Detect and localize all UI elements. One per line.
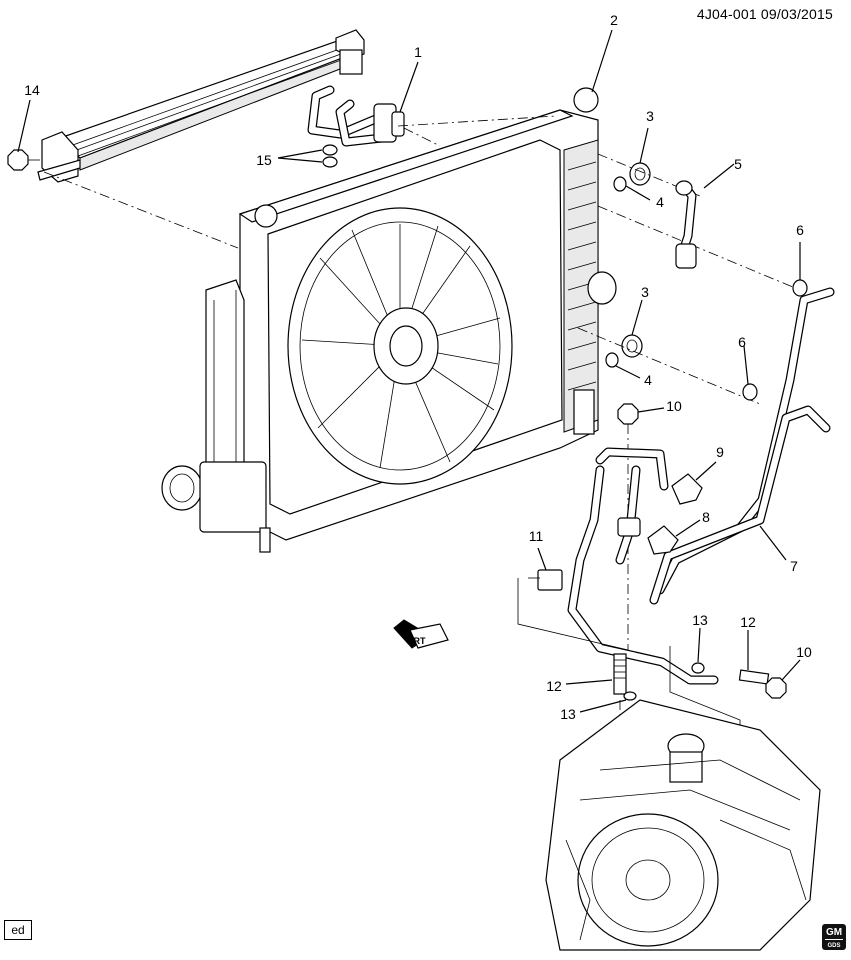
gm-logo-main: GM: [825, 927, 843, 940]
callout-12-left: 12: [546, 678, 562, 694]
direction-label: FRT: [408, 636, 426, 646]
washer-4-lower: [605, 352, 619, 368]
washer-4-upper: [613, 176, 627, 192]
pipe-lower: [567, 447, 719, 685]
nut-6-upper: [792, 279, 808, 297]
callout-7: 7: [790, 558, 798, 574]
callout-3-upper: 3: [646, 108, 654, 124]
bracket-9: [671, 473, 703, 505]
cooler-lines-7: [649, 287, 835, 605]
clips-15: [277, 144, 338, 168]
callout-12-right: 12: [740, 614, 756, 630]
oil-cooler: [37, 29, 365, 183]
cooler-hoses: [307, 85, 405, 147]
callout-3-lower: 3: [641, 284, 649, 300]
pipe-5: [675, 180, 697, 269]
corner-tag: ed: [4, 920, 32, 940]
stud-12-left: [613, 653, 627, 695]
diagram-code: 4J04-001 09/03/2015: [696, 6, 833, 22]
nut-6-lower: [742, 383, 758, 401]
washer-13-right: [691, 662, 705, 674]
callout-9: 9: [716, 444, 724, 460]
callout-14: 14: [24, 82, 40, 98]
gm-logo-sub: GDS: [827, 943, 841, 949]
radiator-assembly: [161, 87, 617, 553]
callout-4-upper: 4: [656, 194, 664, 210]
callout-6-lower: 6: [738, 334, 746, 350]
callout-2: 2: [610, 12, 618, 28]
stud-12-right: [738, 669, 770, 685]
washer-13-left: [623, 691, 637, 701]
nut-10-upper: [617, 403, 639, 425]
callout-8: 8: [702, 509, 710, 525]
callout-5: 5: [734, 156, 742, 172]
callout-6-upper: 6: [796, 222, 804, 238]
gm-logo: GM GDS: [822, 924, 846, 950]
callout-13-left: 13: [560, 706, 576, 722]
callout-11: 11: [528, 528, 544, 544]
front-arrow-icon: [393, 619, 449, 649]
callout-13-right: 13: [692, 612, 708, 628]
nut-10-lower: [765, 677, 787, 699]
seal-3-upper: [629, 162, 651, 186]
bolt-14: [7, 149, 40, 171]
callout-1: 1: [414, 44, 422, 60]
callout-10-upper: 10: [666, 398, 682, 414]
callout-15: 15: [256, 152, 272, 168]
transmission: [545, 699, 821, 951]
sensor-11: [528, 569, 563, 591]
bracket-8: [647, 525, 679, 555]
callout-10-lower: 10: [796, 644, 812, 660]
callout-4-lower: 4: [644, 372, 652, 388]
